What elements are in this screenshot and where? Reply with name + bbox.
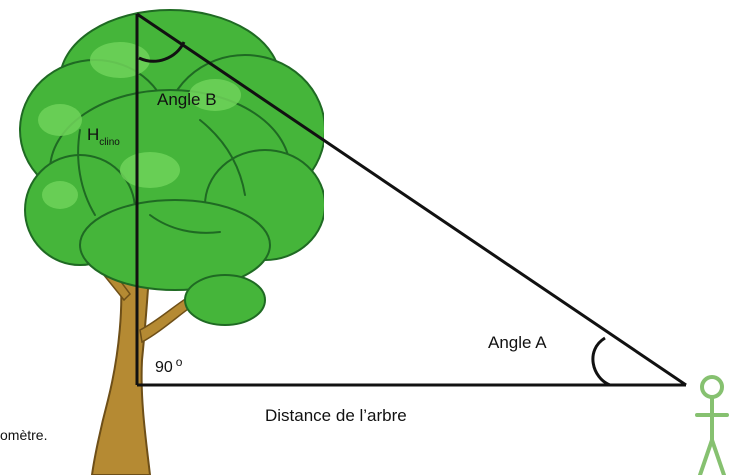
distance-label: Distance de l’arbre xyxy=(265,406,407,425)
right-triangle xyxy=(135,12,687,387)
tree-foliage-shadows xyxy=(77,119,246,234)
height-label-main: H xyxy=(87,125,99,144)
angle-b-label: Angle B xyxy=(157,90,217,109)
right-angle-value: 90 xyxy=(155,359,173,376)
angle-a-arc xyxy=(591,336,611,387)
angle-a-label: Angle A xyxy=(488,333,547,352)
tree-foliage-highlights xyxy=(38,42,241,209)
clipped-caption: omètre. xyxy=(0,427,47,443)
hypotenuse xyxy=(136,12,687,387)
angle-b-arc xyxy=(138,41,186,63)
height-label-sub: clino xyxy=(99,137,120,148)
white-mask xyxy=(324,0,733,475)
tree-illustration xyxy=(19,9,326,475)
degree-symbol: o xyxy=(176,355,183,369)
height-label: Hclino xyxy=(87,125,120,148)
stick-figure-icon xyxy=(695,375,729,475)
